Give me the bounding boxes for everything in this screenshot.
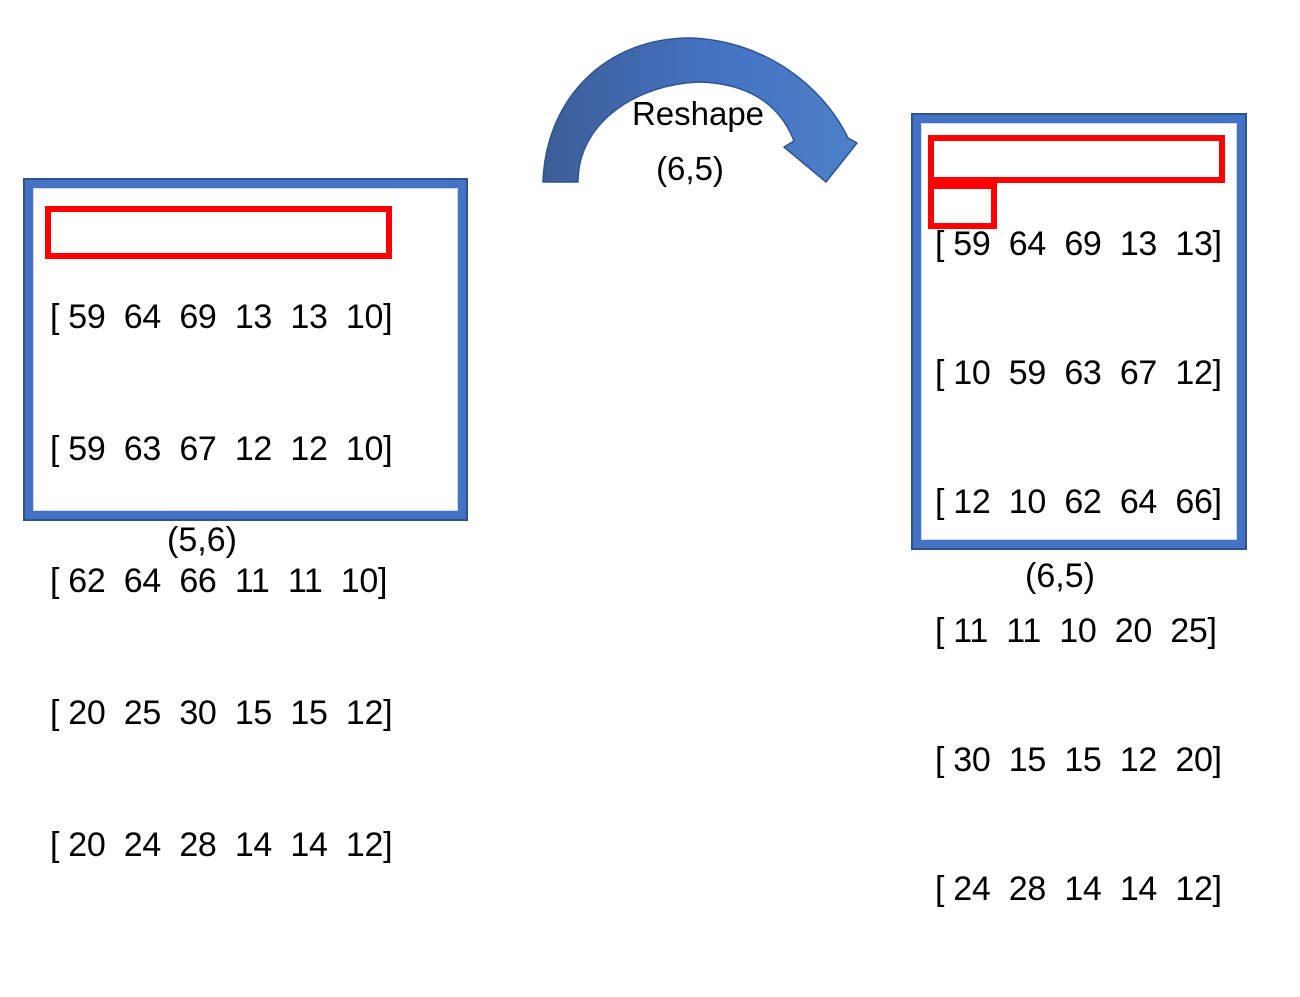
matrix-row: [ 62 64 66 11 11 10]: [50, 562, 388, 600]
matrix-box-5x6: [ 59 64 69 13 13 10] [ 59 63 67 12 12 10…: [25, 180, 466, 864]
matrix-row: [ 20 24 28 14 14 12]: [50, 826, 393, 864]
highlight-right-first-row: [928, 135, 1225, 183]
matrix-row: [ 12 10 62 64 66]: [935, 483, 1222, 521]
matrix-row: [ 11 11 10 20 25]: [935, 612, 1217, 650]
highlight-left-first-row: [45, 206, 392, 259]
arrow-label-target-shape: (6,5): [656, 150, 724, 187]
left-matrix-shape-label: (5,6): [167, 521, 237, 559]
matrix-row: [ 24 28 14 14 12]: [935, 870, 1222, 908]
matrix-row: [ 59 64 69 13 13]: [935, 225, 1222, 263]
reshape-diagram: Reshape (6,5) [ 59 64 69 13 13 10] [ 59 …: [25, 37, 1245, 908]
right-matrix-shape-label: (6,5): [1025, 557, 1095, 595]
matrix-row: [ 59 64 69 13 13 10]: [50, 298, 393, 336]
matrix-row: [ 10 59 63 67 12]: [935, 354, 1222, 392]
matrix-row: [ 59 63 67 12 12 10]: [50, 430, 393, 468]
matrix-row: [ 20 25 30 15 15 12]: [50, 694, 393, 732]
matrix-5x6-rows: [ 59 64 69 13 13 10] [ 59 63 67 12 12 10…: [50, 207, 393, 955]
arrow-label-reshape: Reshape: [631, 95, 765, 132]
matrix-row: [ 30 15 15 12 20]: [935, 741, 1222, 779]
highlight-right-wrapped-cell: [928, 183, 997, 229]
